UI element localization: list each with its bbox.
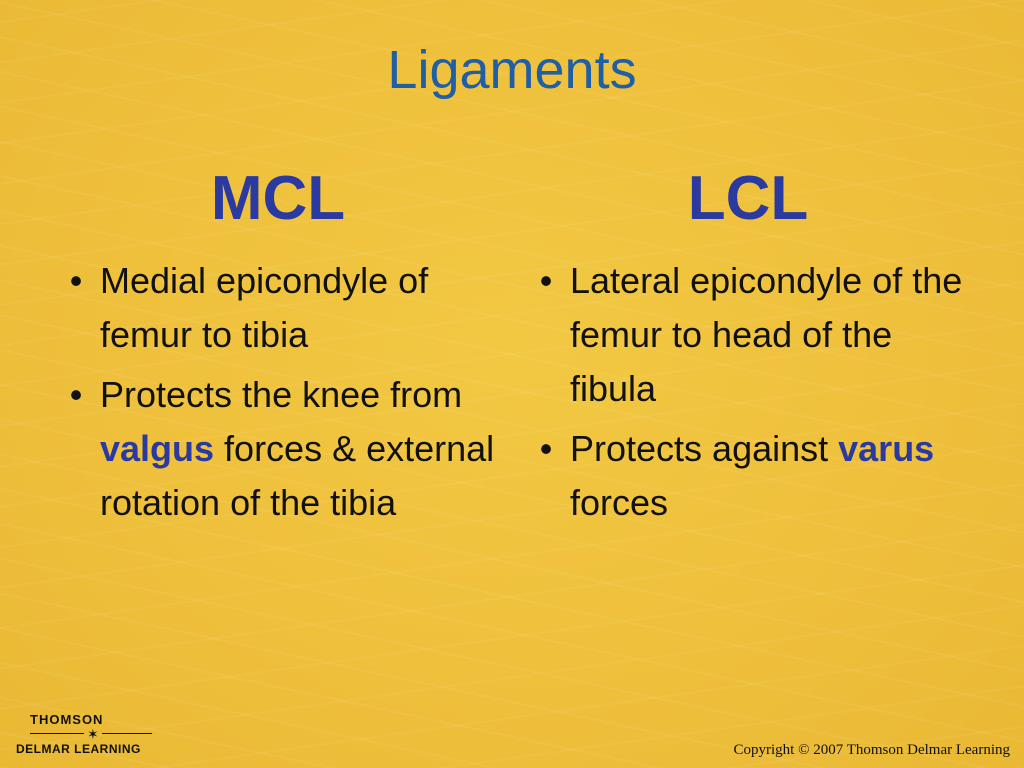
mcl-bullet-list: • Medial epicondyle of femur to tibia • … <box>58 254 498 530</box>
copyright-notice: Copyright © 2007 Thomson Delmar Learning <box>733 742 1011 758</box>
bullet-icon: • <box>539 260 553 301</box>
publisher-logo: THOMSON ✶ DELMAR LEARNING <box>16 712 166 758</box>
bullet-icon: • <box>539 428 553 469</box>
mcl-column: MCL • Medial epicondyle of femur to tibi… <box>58 162 498 536</box>
lcl-column: LCL • Lateral epicondyle of the femur to… <box>528 162 968 536</box>
bullet-icon: • <box>69 374 83 415</box>
logo-rule-left <box>30 733 84 734</box>
bullet-icon: • <box>69 260 83 301</box>
mcl-bullet-attachment: • Medial epicondyle of femur to tibia <box>58 254 498 362</box>
star-icon: ✶ <box>87 726 99 742</box>
emphasis-term-varus: varus <box>838 428 935 469</box>
bullet-text: Medial epicondyle of femur to tibia <box>100 260 429 355</box>
bullet-text: Protects against <box>570 428 839 469</box>
logo-line-thomson: THOMSON <box>30 712 104 727</box>
logo-rule-right <box>102 733 152 734</box>
lcl-bullet-list: • Lateral epicondyle of the femur to hea… <box>528 254 968 530</box>
slide-title: Ligaments <box>387 40 637 100</box>
bullet-text: forces & external rotation of the tibia <box>100 428 495 523</box>
bullet-text: forces <box>570 482 669 523</box>
lcl-bullet-attachment: • Lateral epicondyle of the femur to hea… <box>528 254 968 416</box>
mcl-heading: MCL <box>210 164 346 233</box>
emphasis-term-valgus: valgus <box>100 428 215 469</box>
bullet-text: Lateral epicondyle of the femur to head … <box>570 260 963 409</box>
bullet-text: Protects the knee from <box>100 374 463 415</box>
logo-line-delmar: DELMAR LEARNING <box>16 742 141 756</box>
lcl-heading: LCL <box>687 164 809 233</box>
mcl-bullet-function: • Protects the knee from valgus forces &… <box>58 368 498 530</box>
lcl-bullet-function: • Protects against varus forces <box>528 422 968 530</box>
